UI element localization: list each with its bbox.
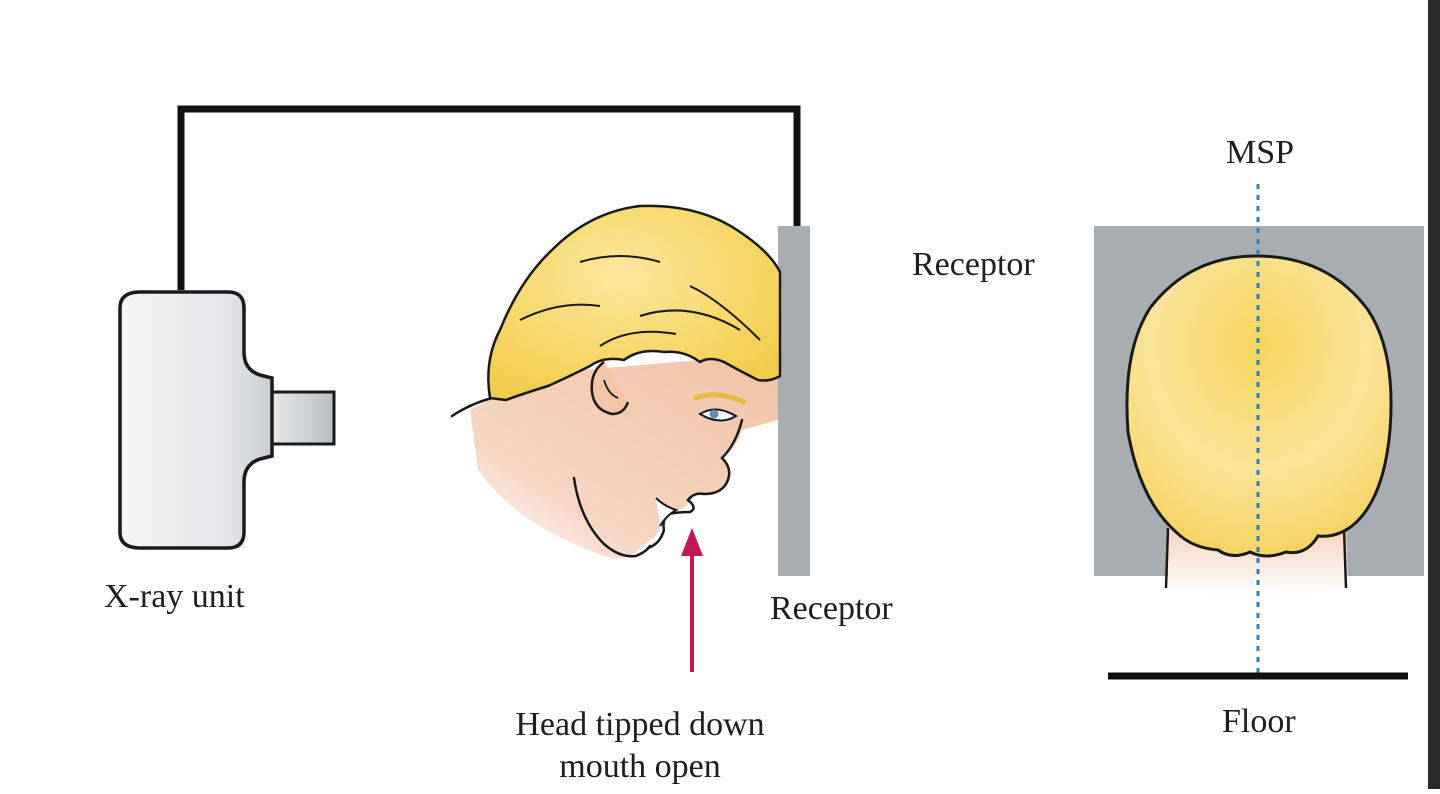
receptor-side-label: Receptor [770,590,893,627]
floor-label: Floor [1222,703,1296,740]
beam-direction-arrow [681,528,703,672]
caption-line-2: mouth open [559,748,721,785]
receptor-front-label: Receptor [912,246,1035,283]
patient-head-lateral-icon [450,204,782,558]
caption-line-1: Head tipped down [515,706,765,743]
right-edge-bar [1428,0,1440,789]
xray-unit-icon [118,290,336,550]
xray-unit-label: X-ray unit [104,578,245,615]
msp-label: MSP [1226,134,1295,171]
receptor-plate-side [778,226,810,576]
c-arm-frame [177,105,801,290]
position-caption: Head tipped down mouth open [470,704,810,788]
